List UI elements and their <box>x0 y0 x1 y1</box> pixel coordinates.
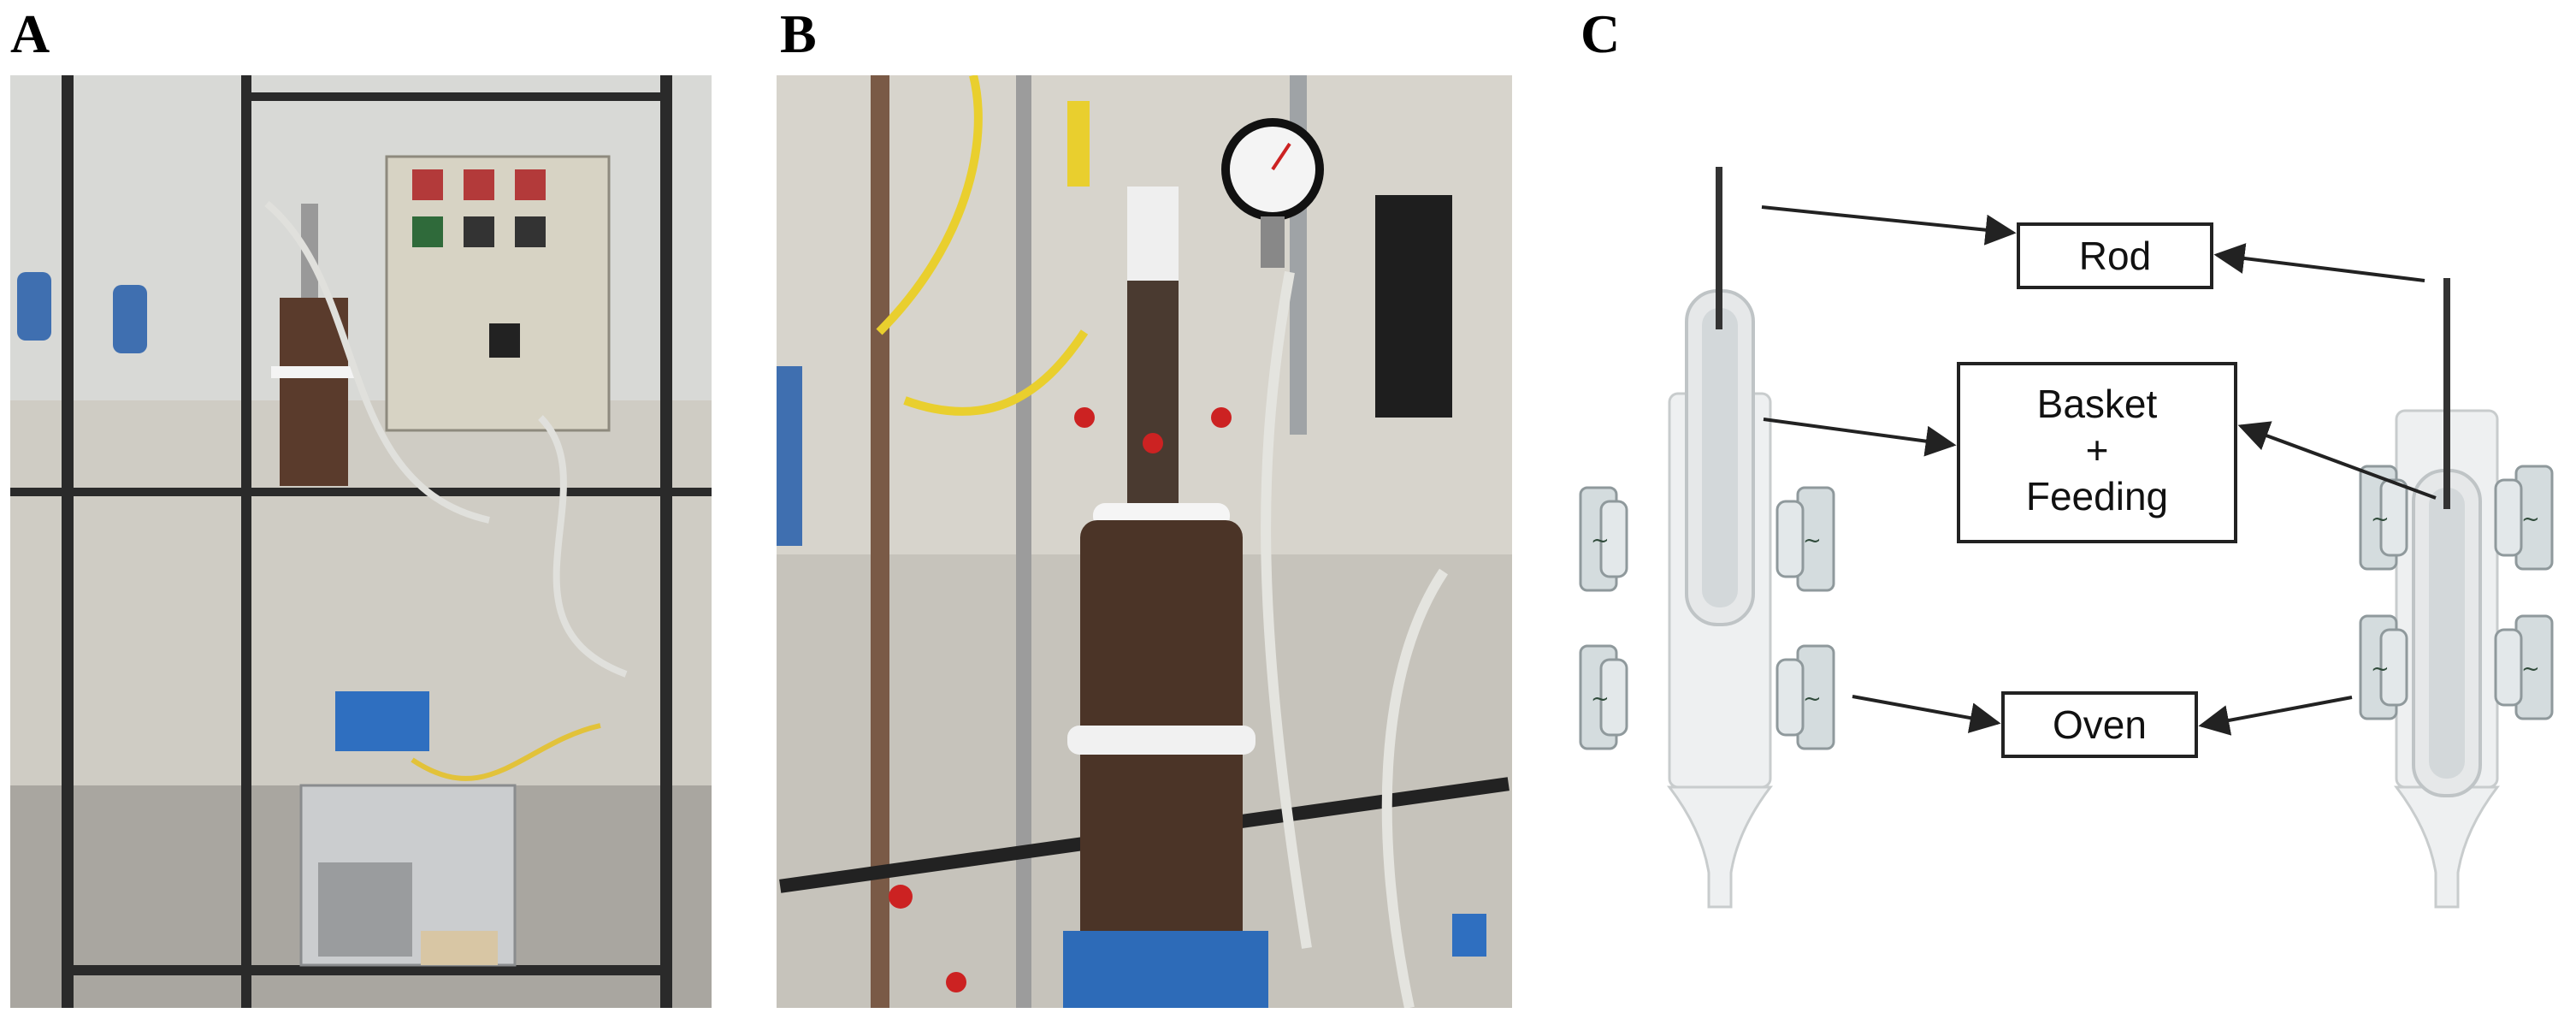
right-basket-inner <box>2429 488 2465 779</box>
right-rod <box>2443 278 2450 509</box>
basket-label: Basket <box>2037 382 2158 426</box>
left-rod <box>1716 167 1722 329</box>
panel-letter-b: B <box>780 3 817 64</box>
right-reactor-taper <box>2393 785 2501 909</box>
rod-label: Rod <box>2079 234 2151 278</box>
left-reactor-taper <box>1666 785 1774 909</box>
rod-label-box: Rod <box>2017 222 2213 289</box>
plus-label: + <box>2086 428 2109 472</box>
svg-text:~: ~ <box>1591 528 1610 554</box>
left-oven-pad: ~ <box>1579 644 1628 750</box>
oven-label-box: Oven <box>2001 691 2198 758</box>
panel-letter-c: C <box>1580 3 1621 64</box>
svg-text:~: ~ <box>2521 507 2540 532</box>
svg-text:~: ~ <box>2371 656 2390 682</box>
svg-text:~: ~ <box>1803 686 1822 712</box>
right-oven-pad: ~ <box>2494 614 2554 720</box>
arrow-basket-right <box>2237 421 2437 500</box>
photo-a-reactor-rig <box>10 75 712 1008</box>
reactor-closeup-illustration <box>777 75 1512 1008</box>
svg-text:~: ~ <box>2371 507 2390 532</box>
arrow-oven-left <box>1852 695 2001 733</box>
arrow-basket-left <box>1763 418 1957 457</box>
right-oven-pad: ~ <box>2359 465 2408 571</box>
panel-letter-a: A <box>10 3 50 64</box>
left-basket-inner <box>1702 308 1738 607</box>
lab-reactor-rig-illustration <box>10 75 712 1008</box>
left-reactor-assembly: ~ ~ ~ ~ <box>1579 167 1835 909</box>
feeding-label: Feeding <box>2026 474 2168 518</box>
right-oven-pad: ~ <box>2494 465 2554 571</box>
photo-b-reactor-closeup <box>777 75 1512 1008</box>
arrow-rod-right <box>2213 243 2425 282</box>
svg-text:~: ~ <box>1803 528 1822 554</box>
right-oven-pad: ~ <box>2359 614 2408 720</box>
svg-text:~: ~ <box>2521 656 2540 682</box>
arrows <box>1761 205 2437 736</box>
basket-feeding-label-box: Basket + Feeding <box>1957 362 2237 543</box>
left-oven-pad: ~ <box>1579 486 1628 592</box>
right-reactor-assembly: ~ ~ ~ ~ <box>2359 278 2554 909</box>
arrow-oven-right <box>2198 696 2353 736</box>
oven-label: Oven <box>2053 702 2147 747</box>
left-oven-pad: ~ <box>1775 644 1835 750</box>
left-oven-pad: ~ <box>1775 486 1835 592</box>
arrow-rod-left <box>1761 205 2017 246</box>
svg-text:~: ~ <box>1591 686 1610 712</box>
schematic-diagram: ~ ~ ~ ~ ~ ~ <box>1579 167 2554 909</box>
